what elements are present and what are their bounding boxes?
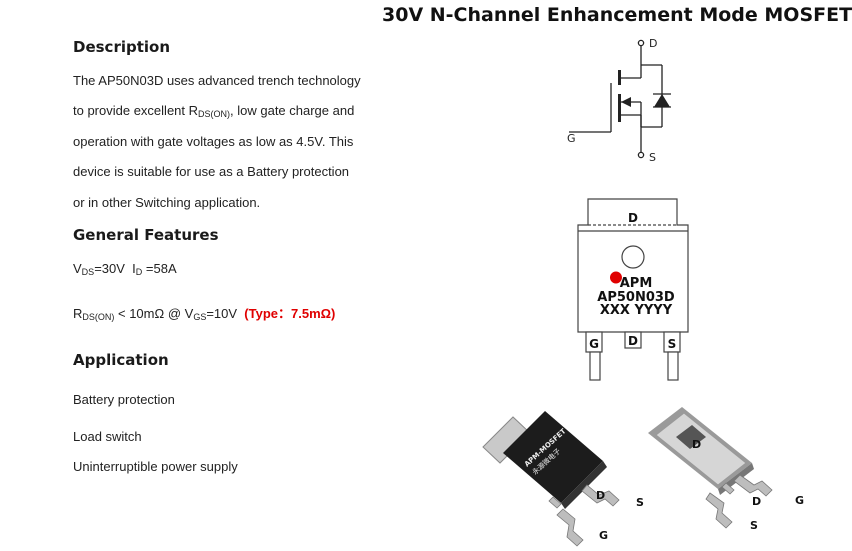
vds-subscript: DS [81, 267, 95, 277]
vds-value: =30V [94, 261, 125, 276]
package-top-pin-label: D [628, 211, 638, 225]
application-item: Uninterruptible power supply [73, 459, 238, 474]
features-heading: General Features [73, 226, 219, 244]
vgs-subscript: GS [193, 312, 207, 322]
vgs-value: =10V [206, 306, 238, 321]
package-pin-g: G [589, 337, 599, 351]
id-subscript: D [135, 267, 143, 277]
description-line: to provide excellent RDS(ON), low gate c… [73, 103, 355, 119]
description-line: or in other Switching application. [73, 195, 261, 210]
photo2-pin-g: G [795, 494, 804, 507]
application-heading: Application [73, 351, 169, 369]
photo-pin-g: G [599, 529, 608, 542]
application-item: Load switch [73, 429, 142, 444]
package-pin-s: S [668, 337, 677, 351]
package-part-number: AP50N03D [597, 290, 675, 305]
photo2-pin-d: D [752, 495, 761, 508]
description-heading: Description [73, 38, 171, 56]
feature-vds-id: VDS=30V ID =58A [73, 261, 177, 277]
description-text: to provide excellent R [73, 103, 199, 118]
vds-label: V [73, 261, 82, 276]
symbol-source-label: S [649, 151, 656, 164]
package-pin-d: D [628, 334, 638, 348]
page-title: 30V N-Channel Enhancement Mode MOSFET [382, 4, 852, 26]
photo2-pin-s: S [750, 519, 758, 532]
photo-pin-d: D [596, 489, 605, 502]
component-photo-bottom-icon: D D G S [648, 407, 804, 532]
component-photo-top-icon: APM-MOSFET 永源微电子 D S G [482, 411, 644, 547]
mosfet-symbol-icon: D G S [567, 37, 671, 164]
feature-rdson: RDS(ON) < 10mΩ @ VGS=10V (Type：7.5mΩ) [73, 303, 335, 322]
rds-label: R [73, 306, 83, 321]
id-value: =58A [145, 261, 177, 276]
package-outline-icon: D APM AP50N03D XXX YYYY G D S [577, 198, 689, 381]
symbol-drain-label: D [649, 37, 657, 50]
description-line: The AP50N03D uses advanced trench techno… [73, 73, 361, 88]
description-text: , low gate charge and [230, 103, 355, 118]
package-brand: APM [620, 276, 653, 291]
description-line: operation with gate voltages as low as 4… [73, 134, 354, 149]
rdson-subscript: DS(ON) [198, 109, 231, 119]
photo-tab-d: D [692, 438, 701, 451]
id-label: I [132, 261, 136, 276]
application-item: Battery protection [73, 392, 175, 407]
description-line: device is suitable for use as a Battery … [73, 164, 350, 179]
package-date-code: XXX YYYY [600, 303, 673, 318]
typical-rdson: (Type：7.5mΩ) [244, 306, 336, 321]
photo-pin-s: S [636, 496, 644, 509]
rds-value: < 10mΩ @ V [114, 306, 194, 321]
symbol-gate-label: G [567, 132, 576, 145]
rds-subscript: DS(ON) [82, 312, 115, 322]
